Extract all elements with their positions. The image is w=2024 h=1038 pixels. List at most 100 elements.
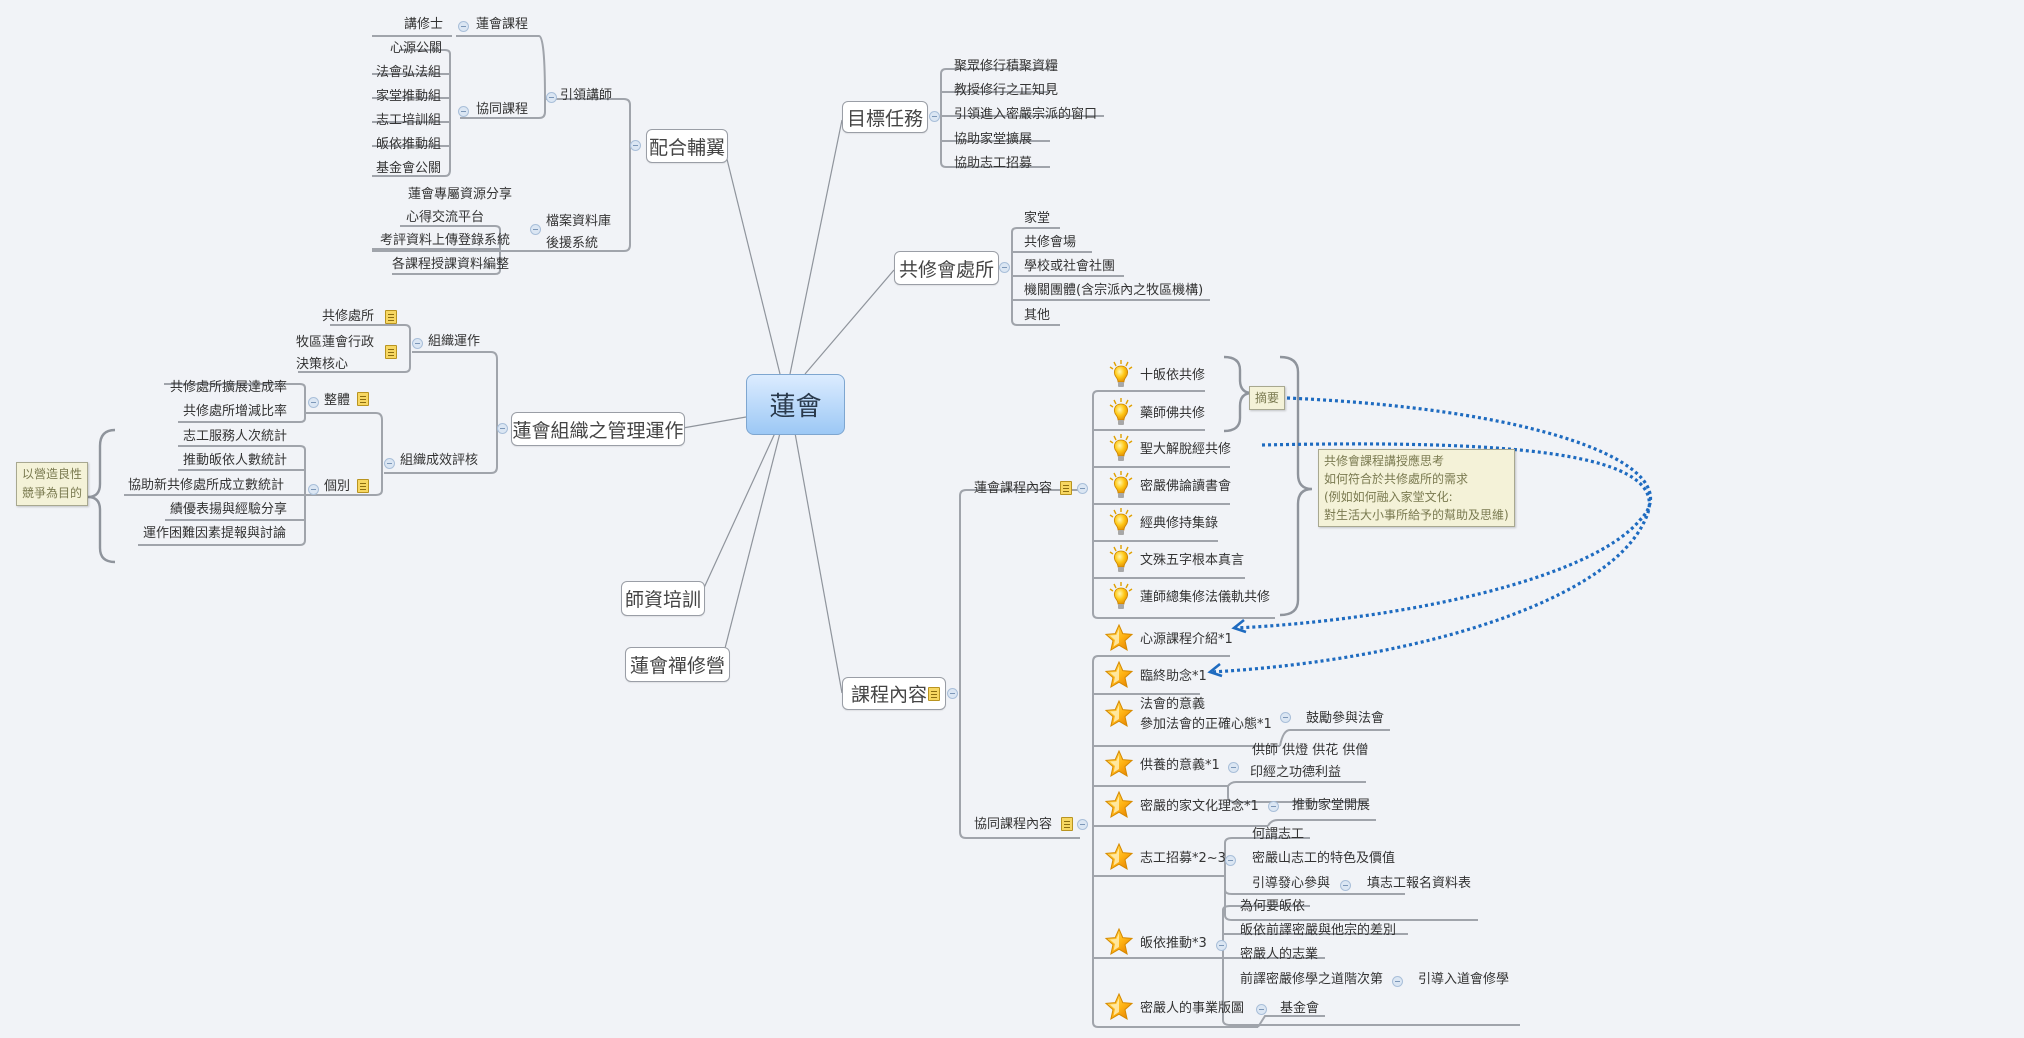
topic-individual-child[interactable]: 推動皈依人數統計 — [183, 453, 288, 468]
topic-joint-child[interactable]: 基金會公關 — [376, 161, 442, 176]
topic-joint-child[interactable]: 家堂推動組 — [376, 89, 442, 104]
topic-overall-child[interactable]: 共修處所擴展達成率 — [170, 380, 288, 395]
topic-goal-item[interactable]: 協助家堂擴展 — [954, 132, 1033, 147]
topic-goals[interactable]: 目標任務 — [842, 101, 928, 133]
topic-individual-child[interactable]: 績優表揚與經驗分享 — [170, 502, 288, 517]
joint-content-item[interactable]: 密嚴的家文化理念*1 — [1140, 799, 1259, 814]
topic-lead-teacher[interactable]: 引領講師 — [560, 88, 613, 103]
topic-operation-child[interactable]: 牧區蓮會行政 決策核心 — [296, 332, 374, 376]
topic-individual[interactable]: 個別 — [324, 479, 351, 494]
topic-courses[interactable]: 課程內容 — [842, 677, 946, 710]
lotus-content-item[interactable]: 蓮師總集修法儀軌共修 — [1140, 590, 1271, 605]
topic-management[interactable]: 蓮會組織之管理運作 — [511, 412, 685, 446]
joint-subtopic[interactable]: 填志工報名資料表 — [1367, 876, 1472, 891]
joint-content-item[interactable]: 皈依推動*3 — [1140, 936, 1207, 951]
summary-callout-course[interactable]: 共修會課程講授應思考 如何符合於共修處所的需求 (例如如何融入家堂文化: 對生活… — [1318, 449, 1515, 527]
topic-joint-child[interactable]: 心源公關 — [390, 41, 443, 56]
topic-teacher-training[interactable]: 師資培訓 — [621, 581, 705, 616]
summary-label[interactable]: 摘要 — [1249, 386, 1286, 410]
collapse-toggle[interactable] — [1256, 1004, 1267, 1015]
joint-subtopic[interactable]: 前譯密嚴修學之道階次第 — [1240, 972, 1384, 987]
lotus-content-item[interactable]: 文殊五字根本真言 — [1140, 553, 1245, 568]
topic-venues[interactable]: 共修會處所 — [894, 251, 999, 285]
topic-individual-child[interactable]: 志工服務人次統計 — [183, 429, 288, 444]
topic-overall[interactable]: 整體 — [324, 393, 351, 408]
note-icon[interactable] — [385, 310, 397, 324]
topic-individual-child[interactable]: 協助新共修處所成立數統計 — [128, 478, 285, 493]
collapse-toggle[interactable] — [458, 21, 469, 32]
joint-content-item[interactable]: 心源課程介紹*1 — [1140, 632, 1233, 647]
topic-goal-item[interactable]: 引領進入密嚴宗派的窗口 — [954, 107, 1098, 122]
note-icon[interactable] — [928, 687, 940, 701]
topic-goal-item[interactable]: 教授修行之正知見 — [954, 83, 1059, 98]
root-topic[interactable]: 蓮會 — [746, 374, 845, 435]
topic-operation-child[interactable]: 共修處所 — [322, 309, 375, 324]
collapse-toggle[interactable] — [1077, 819, 1088, 830]
collapse-toggle[interactable] — [530, 224, 541, 235]
collapse-toggle[interactable] — [412, 338, 423, 349]
joint-subtopic[interactable]: 密嚴人的志業 — [1240, 947, 1319, 962]
topic-lecturer[interactable]: 講修士 — [404, 17, 444, 32]
joint-subtopic[interactable]: 密嚴山志工的特色及價值 — [1252, 851, 1396, 866]
topic-support[interactable]: 配合輔翼 — [646, 129, 728, 163]
topic-venue-item[interactable]: 學校或社會社團 — [1024, 259, 1116, 274]
topic-lotus-course[interactable]: 蓮會課程 — [476, 17, 529, 32]
lotus-content-item[interactable]: 十皈依共修 — [1140, 368, 1206, 383]
topic-joint-child[interactable]: 法會弘法組 — [376, 65, 442, 80]
joint-content-item[interactable]: 志工招募*2~3 — [1140, 851, 1226, 866]
collapse-toggle[interactable] — [546, 92, 557, 103]
joint-subtopic[interactable]: 印經之功德利益 — [1250, 765, 1342, 780]
joint-subtopic[interactable]: 引導入道會修學 — [1418, 972, 1510, 987]
joint-subtopic[interactable]: 為何要皈依 — [1240, 899, 1306, 914]
topic-archive-child[interactable]: 各課程授課資料編整 — [392, 257, 510, 272]
topic-archive[interactable]: 檔案資料庫 後援系統 — [546, 211, 611, 255]
collapse-toggle[interactable] — [1280, 712, 1291, 723]
joint-subtopic[interactable]: 基金會 — [1280, 1001, 1320, 1016]
joint-subtopic[interactable]: 推動家堂開展 — [1292, 798, 1371, 813]
topic-lotus-content[interactable]: 蓮會課程內容 — [974, 481, 1053, 496]
collapse-toggle[interactable] — [1228, 762, 1239, 773]
lotus-content-item[interactable]: 聖大解脫經共修 — [1140, 442, 1232, 457]
collapse-toggle[interactable] — [384, 458, 395, 469]
topic-venue-item[interactable]: 其他 — [1024, 308, 1051, 323]
topic-goal-item[interactable]: 協助志工招募 — [954, 156, 1033, 171]
topic-joint-child[interactable]: 志工培訓組 — [376, 113, 442, 128]
note-icon[interactable] — [1061, 817, 1073, 831]
topic-goal-item[interactable]: 聚眾修行積聚資糧 — [954, 59, 1059, 74]
joint-subtopic[interactable]: 鼓勵參與法會 — [1306, 711, 1385, 726]
joint-subtopic[interactable]: 供師 供燈 供花 供僧 — [1252, 743, 1369, 758]
joint-subtopic[interactable]: 引導發心參與 — [1252, 876, 1331, 891]
lotus-content-item[interactable]: 經典修持集錄 — [1140, 516, 1219, 531]
note-icon[interactable] — [357, 479, 369, 493]
collapse-toggle[interactable] — [1216, 940, 1227, 951]
topic-joint-content[interactable]: 協同課程內容 — [974, 817, 1053, 832]
topic-overall-child[interactable]: 共修處所增減比率 — [183, 404, 288, 419]
collapse-toggle[interactable] — [308, 484, 319, 495]
joint-subtopic[interactable]: 何謂志工 — [1252, 827, 1305, 842]
collapse-toggle[interactable] — [308, 397, 319, 408]
topic-archive-child[interactable]: 蓮會專屬資源分享 — [408, 187, 513, 202]
note-icon[interactable] — [1060, 481, 1072, 495]
collapse-toggle[interactable] — [458, 106, 469, 117]
topic-venue-item[interactable]: 機關團體(含宗派內之牧區機構) — [1024, 283, 1204, 298]
note-icon[interactable] — [357, 392, 369, 406]
collapse-toggle[interactable] — [1340, 880, 1351, 891]
joint-content-item[interactable]: 臨終助念*1 — [1140, 669, 1207, 684]
topic-archive-child[interactable]: 考評資料上傳登錄系統 — [380, 233, 511, 248]
collapse-toggle[interactable] — [999, 262, 1010, 273]
collapse-toggle[interactable] — [1225, 855, 1236, 866]
topic-joint-course[interactable]: 協同課程 — [476, 102, 529, 117]
joint-subtopic[interactable]: 皈依前譯密嚴與他宗的差別 — [1240, 923, 1397, 938]
topic-retreat[interactable]: 蓮會禪修營 — [625, 647, 730, 682]
collapse-toggle[interactable] — [929, 111, 940, 122]
collapse-toggle[interactable] — [947, 688, 958, 699]
collapse-toggle[interactable] — [1268, 801, 1279, 812]
summary-callout-competition[interactable]: 以營造良性 競爭為目的 — [16, 462, 89, 506]
topic-venue-item[interactable]: 共修會場 — [1024, 235, 1077, 250]
topic-joint-child[interactable]: 皈依推動組 — [376, 137, 442, 152]
topic-archive-child[interactable]: 心得交流平台 — [406, 210, 485, 225]
topic-org-operation[interactable]: 組織運作 — [428, 334, 481, 349]
topic-venue-item[interactable]: 家堂 — [1024, 211, 1051, 226]
lotus-content-item[interactable]: 密嚴佛論讀書會 — [1140, 479, 1232, 494]
